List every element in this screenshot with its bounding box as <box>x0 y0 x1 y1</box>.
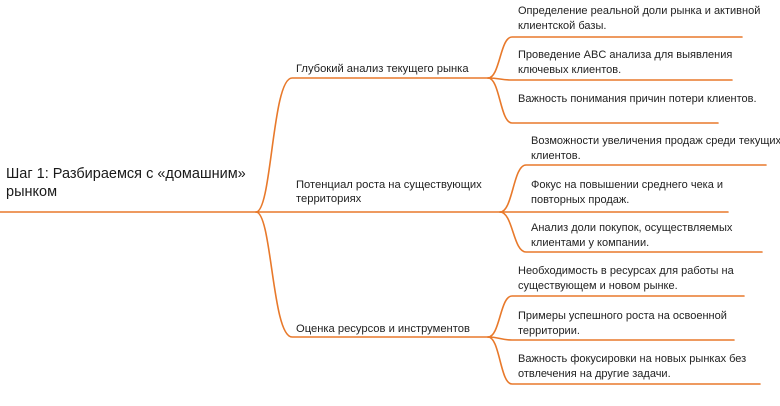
link-leaf-2-1 <box>499 164 767 213</box>
leaf-market-share: Определение реальной доли рынка и активн… <box>518 5 761 32</box>
branch-growth-potential: Потенциал роста на существующих территор… <box>296 179 482 205</box>
link-branch-3 <box>255 211 489 338</box>
leaf-growth-examples: Примеры успешного роста на освоенной тер… <box>518 310 727 337</box>
link-leaf-3-1 <box>487 295 745 338</box>
leaf-abc-analysis: Проведение ABC анализа для выявления клю… <box>518 49 733 76</box>
leaf-sales-growth: Возможности увеличения продаж среди теку… <box>531 135 780 162</box>
link-leaf-2-3 <box>499 211 763 253</box>
link-leaf-1-2 <box>487 77 733 81</box>
leaf-average-check: Фокус на повышении среднего чека и повто… <box>531 179 724 206</box>
link-leaf-3-3 <box>487 336 761 385</box>
root-node-label: Шаг 1: Разбираемся с «домашним» рынком <box>6 166 246 200</box>
link-leaf-1-3 <box>487 77 719 124</box>
branch-resources: Оценка ресурсов и инструментов <box>296 323 470 335</box>
branch-market-analysis: Глубокий анализ текущего рынка <box>296 63 469 75</box>
link-leaf-3-2 <box>487 336 735 341</box>
leaf-client-loss: Важность понимания причин потери клиенто… <box>518 93 757 105</box>
leaf-resources-need: Необходимость в ресурсах для работы на с… <box>518 265 734 292</box>
leaf-purchase-share: Анализ доли покупок, осуществляемых клие… <box>531 222 733 249</box>
leaf-focus-new-markets: Важность фокусировки на новых рынках без… <box>518 353 747 380</box>
link-leaf-1-1 <box>487 36 743 79</box>
link-branch-1 <box>255 77 489 213</box>
